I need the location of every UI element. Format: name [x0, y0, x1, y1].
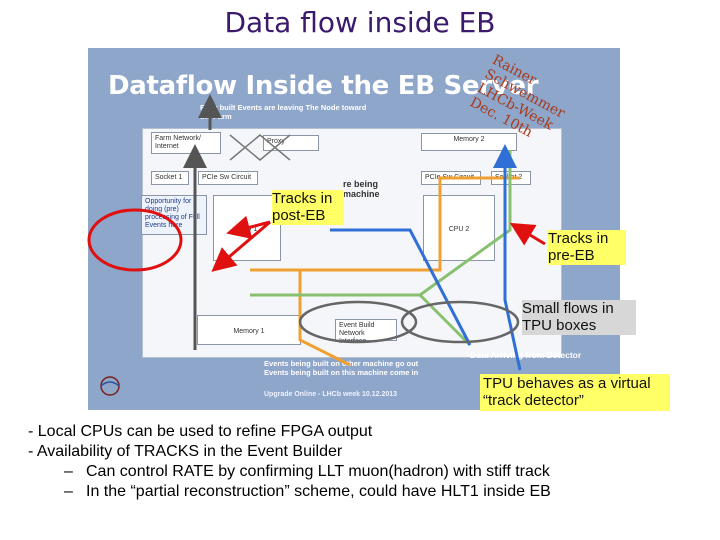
logo-mark-icon: [100, 376, 120, 396]
pcie-switch1-box: PCIe Sw Circuit: [198, 171, 258, 185]
callout-tracks-post-eb: Tracks in post-EB: [272, 190, 344, 225]
mid-partial-label: re being machine: [343, 179, 380, 199]
proxy-box: Proxy: [263, 135, 319, 151]
callout-tpu-detector: TPU behaves as a virtual “track detector…: [480, 374, 670, 411]
green-flow: [250, 150, 512, 297]
grey-cross: [229, 134, 291, 161]
orange-flow-down: [298, 270, 351, 367]
figure-footer: Upgrade Online - LHCb week 10.12.2013: [264, 391, 398, 398]
blue-flow: [493, 144, 522, 371]
sub-bullet-item: –Can control RATE by confirming LLT muon…: [64, 463, 550, 480]
orange-flow: [250, 176, 520, 272]
red-arrow-post-eb-2: [226, 215, 271, 240]
red-arrow-pre-eb: [509, 222, 546, 246]
bullet-item: - Availability of TRACKS in the Event Bu…: [28, 443, 343, 460]
figure-title: Dataflow Inside the EB Server: [108, 71, 539, 101]
small-flows-circle: [298, 300, 418, 344]
bullet-item: - Local CPUs can be used to refine FPGA …: [28, 423, 373, 440]
lhcb-online-logo: [94, 376, 126, 406]
callout-tracks-pre-eb: Tracks in pre-EB: [548, 230, 626, 265]
red-arrow-post-eb: [211, 220, 271, 272]
data-arriving-label: Data Arriving from Detector: [470, 350, 582, 360]
slide-title: Data flow inside EB: [224, 6, 496, 39]
blue-flow-left: [330, 228, 472, 346]
green-flow-side: [418, 293, 472, 347]
socket1-box: Socket 1: [151, 171, 189, 185]
server-board: Farm Network/ Internet Proxy Memory 2 So…: [141, 128, 562, 358]
bottom-notes: Events being built on other machine go o…: [264, 359, 494, 378]
opportunity-circle: [87, 208, 183, 272]
callout-small-flows: Small flows in TPU boxes: [522, 300, 636, 335]
bottom-note-in: Events being built on this machine come …: [264, 368, 419, 378]
sub-bullet-item: –In the “partial reconstruction” scheme,…: [64, 483, 551, 500]
bottom-note-out: Events being built on other machine go o…: [264, 359, 419, 368]
small-flows-circle-right: [400, 300, 520, 344]
bullet-list: - Local CPUs can be used to refine FPGA …: [28, 422, 718, 502]
